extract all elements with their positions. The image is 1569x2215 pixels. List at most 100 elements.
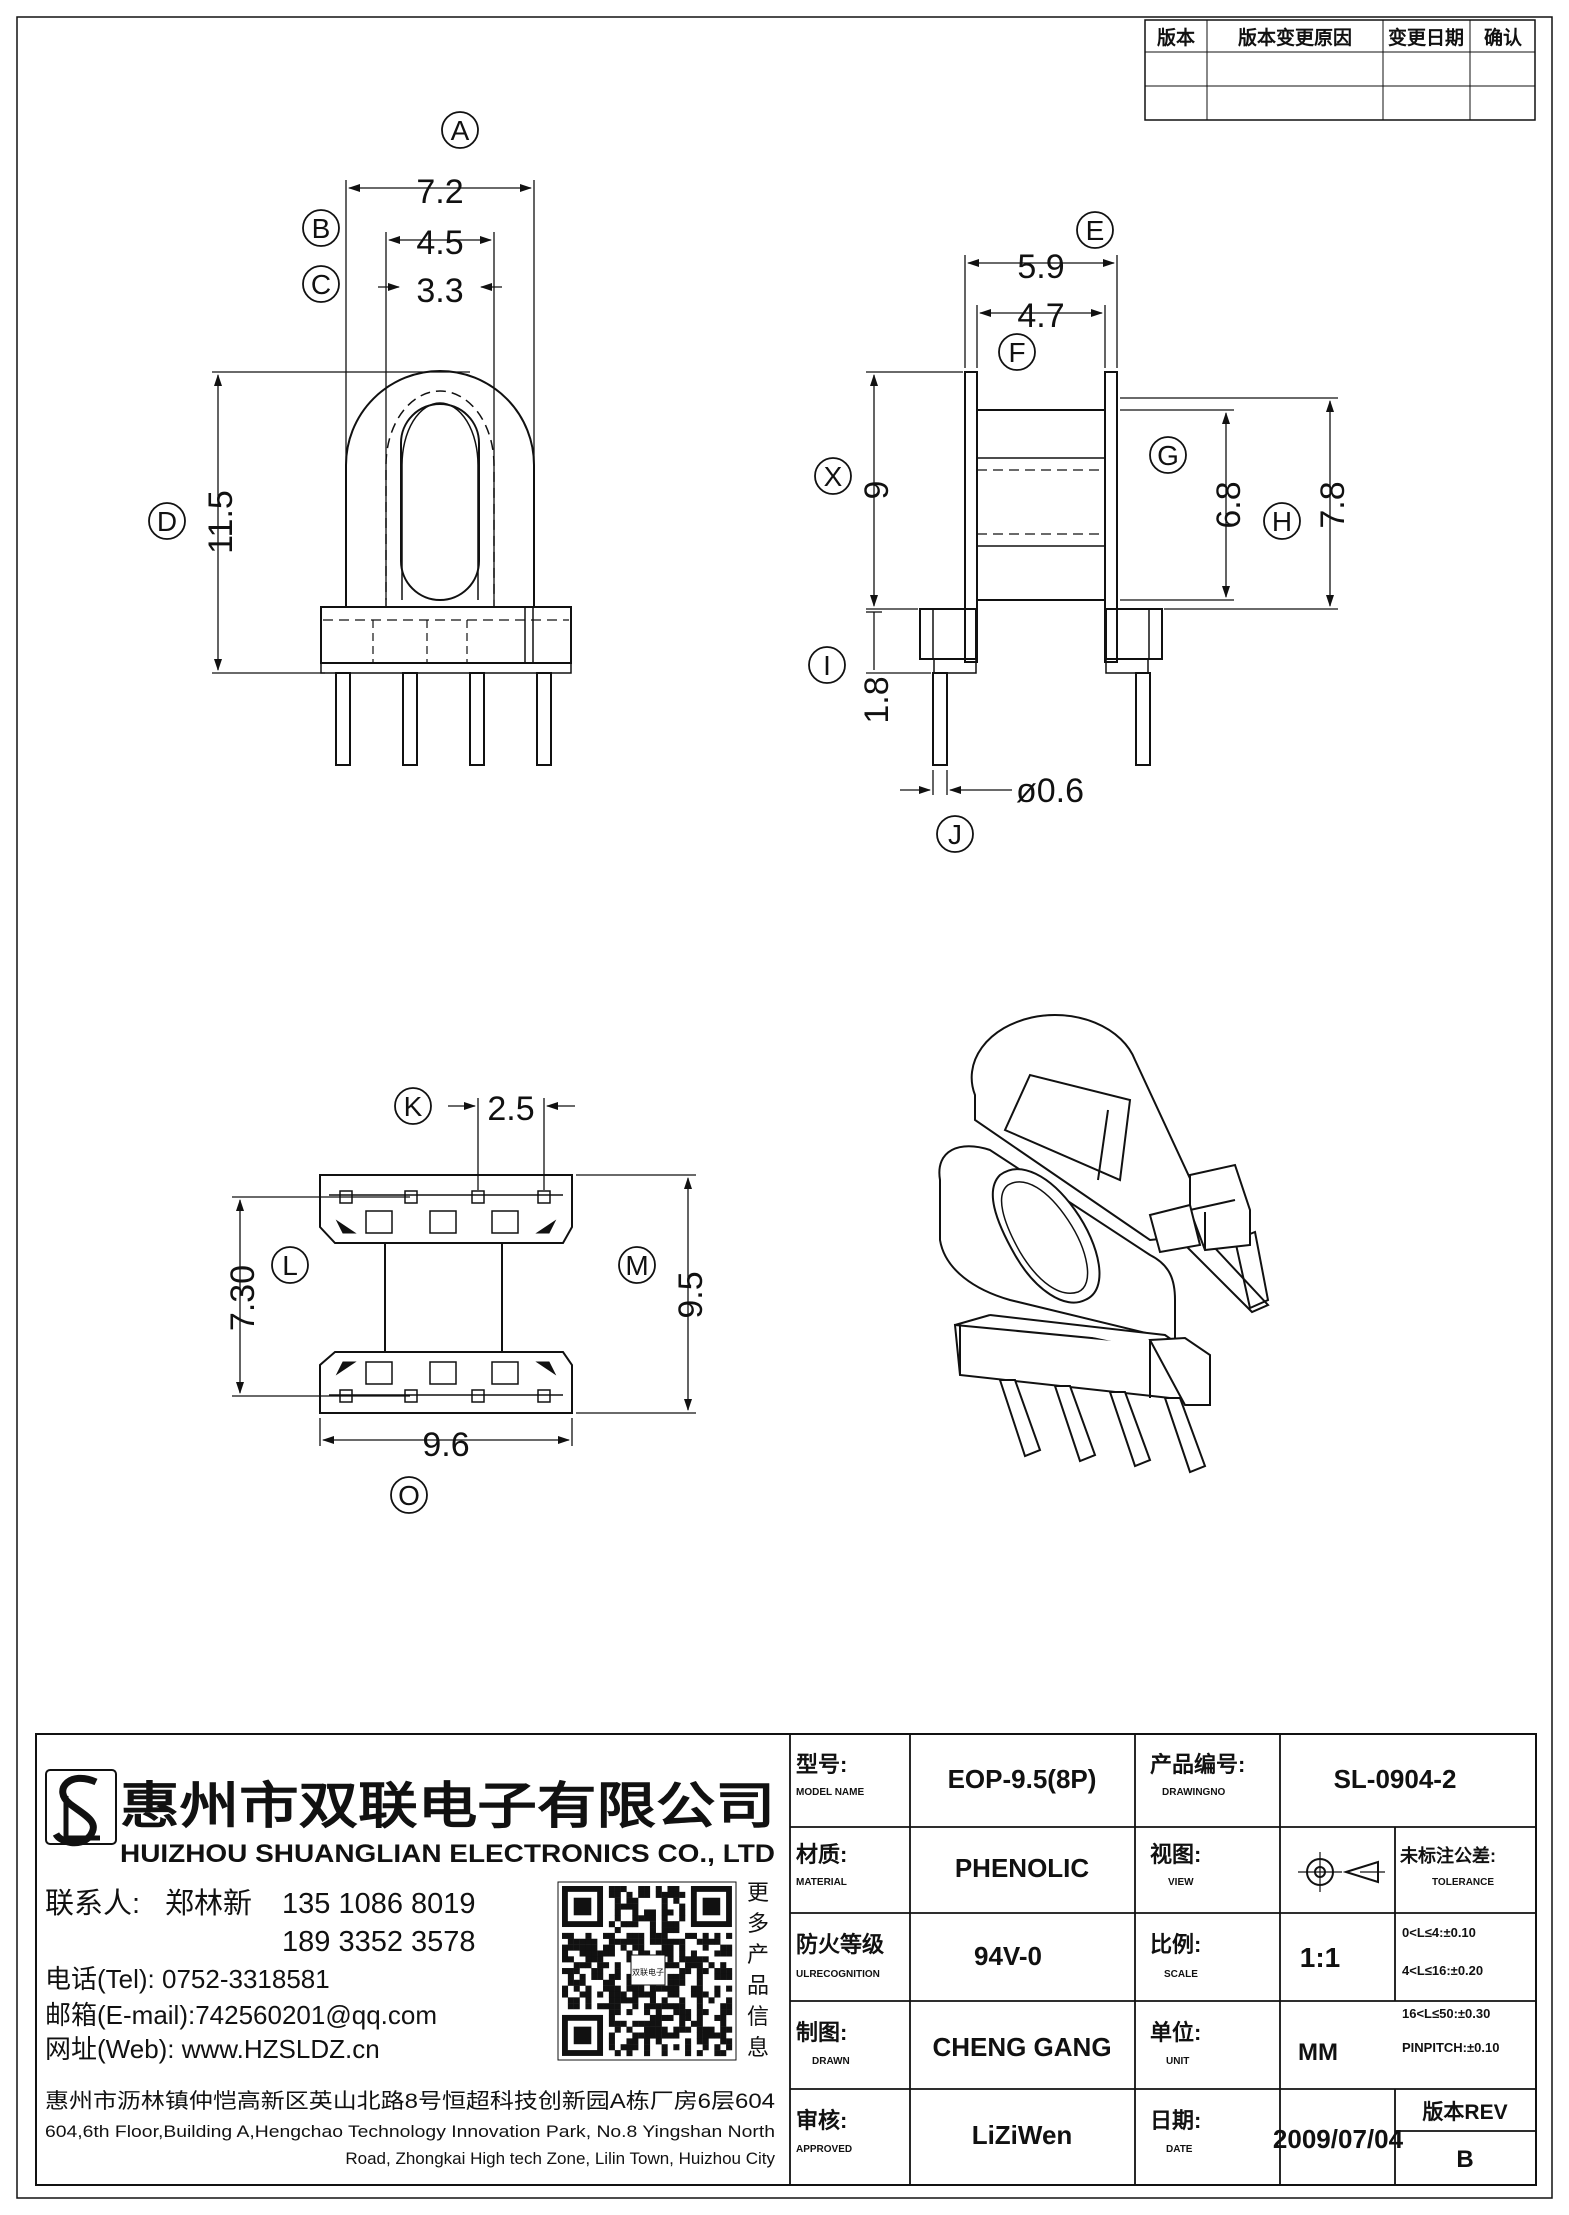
contact-tel: 电话(Tel): 0752-3318581 <box>45 1964 330 1994</box>
qr-module <box>667 1921 674 1928</box>
qr-module <box>696 2003 703 2010</box>
qr-module <box>667 1979 674 1986</box>
qr-module <box>579 1973 586 1980</box>
qr-module <box>608 1985 615 1992</box>
bottom-view <box>319 1174 573 1414</box>
qr-module <box>667 1886 674 1893</box>
scale-label: 比例: <box>1150 1932 1201 1957</box>
qr-module <box>614 1973 621 1980</box>
qr-module <box>667 1991 674 1998</box>
dim-I-value: 1.8 <box>858 676 896 723</box>
qr-module <box>679 1956 686 1963</box>
front-view <box>320 370 572 766</box>
qr-module <box>573 1985 580 1992</box>
tolerance-3: 16<L≤50:±0.30 <box>1402 2006 1490 2021</box>
qr-module <box>726 1968 733 1975</box>
qr-module <box>644 2009 651 2016</box>
qr-module <box>608 1886 615 1893</box>
qr-module <box>714 1991 721 1998</box>
revision-table: 版本 版本变更原因 变更日期 确认 <box>1144 19 1536 121</box>
qr-module <box>690 1962 697 1969</box>
qr-module <box>626 2009 633 2016</box>
qr-module <box>649 2014 656 2021</box>
qr-module <box>585 1991 592 1998</box>
qr-module <box>702 1932 709 1939</box>
qr-module <box>626 1921 633 1928</box>
qr-module <box>562 1950 569 1957</box>
qr-module <box>696 1938 703 1945</box>
qr-module <box>714 1968 721 1975</box>
contact-email: 邮箱(E-mail):742560201@qq.com <box>45 2000 437 2030</box>
qr-module <box>690 1985 697 1992</box>
qr-module <box>649 2032 656 2039</box>
view-label-en: VIEW <box>1168 1877 1194 1888</box>
address-cn: 惠州市沥林镇仲恺高新区英山北路8号恒超科技创新园A栋厂房6层604 <box>45 2090 775 2113</box>
qr-module <box>720 1950 727 1957</box>
qr-module <box>679 1909 686 1916</box>
qr-module <box>696 1962 703 1969</box>
qr-module <box>685 1956 692 1963</box>
dim-F-value: 4.7 <box>1017 297 1064 335</box>
material-label-en: MATERIAL <box>796 1877 847 1888</box>
dim-H-value: 7.8 <box>1314 481 1352 528</box>
qr-module <box>614 1968 621 1975</box>
qr-module <box>579 1979 586 1986</box>
qr-module <box>726 2038 733 2045</box>
qr-module <box>644 2044 651 2051</box>
qr-module <box>649 1927 656 1934</box>
rev-header-date: 变更日期 <box>1388 26 1464 49</box>
qr-module <box>661 1938 668 1945</box>
qr-module <box>573 1962 580 1969</box>
qr-module <box>585 1997 592 2004</box>
qr-module <box>720 2014 727 2021</box>
more-char-2: 多 <box>747 1911 769 1936</box>
qr-module <box>708 1997 715 2004</box>
qr-module <box>714 1973 721 1980</box>
qr-module <box>696 2050 703 2057</box>
dim-E-value: 5.9 <box>1017 248 1064 286</box>
callout-X: X <box>824 461 843 492</box>
qr-module <box>567 1938 574 1945</box>
qr-module <box>714 2032 721 2039</box>
qr-module <box>726 2003 733 2010</box>
qr-module <box>626 2044 633 2051</box>
qr-module <box>608 2038 615 2045</box>
qr-module <box>673 1927 680 1934</box>
qr-module <box>679 2003 686 2010</box>
callout-K: K <box>404 1091 423 1122</box>
qr-module <box>720 2026 727 2033</box>
callout-F: F <box>1008 337 1025 368</box>
material-label: 材质: <box>796 1842 847 1867</box>
callout-L: L <box>282 1250 298 1281</box>
dim-M-value: 9.5 <box>672 1271 710 1318</box>
qr-module <box>726 2044 733 2051</box>
qr-module <box>597 1950 604 1957</box>
qr-module <box>696 2038 703 2045</box>
contact-phone-2: 189 3352 3578 <box>282 1926 476 1958</box>
qr-module <box>620 1886 627 1893</box>
qr-module <box>567 1956 574 1963</box>
qr-module <box>679 1979 686 1986</box>
qr-finder <box>573 1897 592 1916</box>
qr-module <box>585 1938 592 1945</box>
qr-module <box>603 1962 610 1969</box>
qr-module <box>620 1938 627 1945</box>
qr-module <box>696 2009 703 2016</box>
qr-module <box>638 1950 645 1957</box>
qr-module <box>626 2038 633 2045</box>
qr-module <box>632 1985 639 1992</box>
qr-module <box>702 1944 709 1951</box>
qr-module <box>608 2020 615 2027</box>
qr-module <box>661 2003 668 2010</box>
company-name-en: HUIZHOU SHUANGLIAN ELECTRONICS CO., LTD <box>120 1840 775 1868</box>
qr-module <box>614 2003 621 2010</box>
scale-value: 1:1 <box>1300 1942 1340 1973</box>
qr-module <box>614 1985 621 1992</box>
rev-value: B <box>1456 2146 1473 2173</box>
qr-module <box>679 2009 686 2016</box>
qr-finder <box>573 2026 592 2045</box>
qr-module <box>573 1997 580 2004</box>
qr-module <box>591 1956 598 1963</box>
qr-module <box>603 1932 610 1939</box>
qr-module <box>696 1956 703 1963</box>
